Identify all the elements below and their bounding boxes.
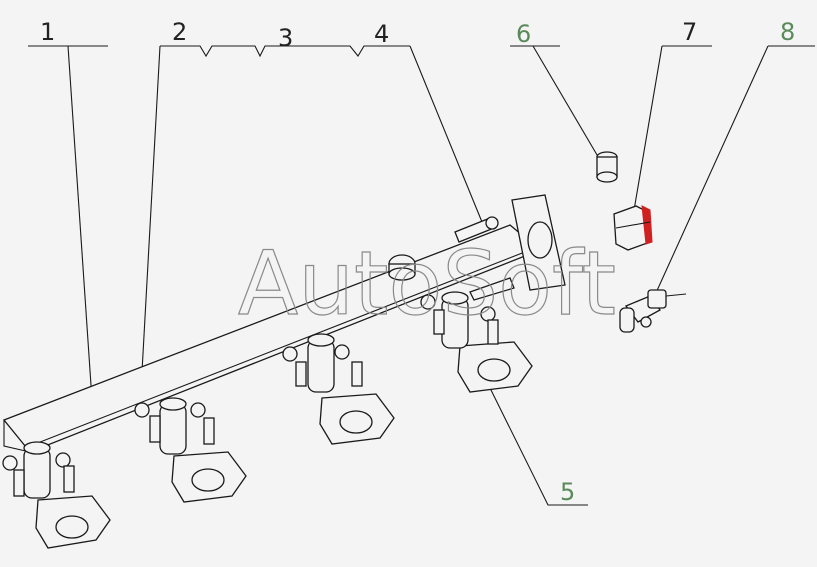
flange-assembly-2 [134,397,247,503]
part-8-valve [619,289,687,333]
flange-assembly-3 [282,333,395,445]
flange-assembly-4 [420,291,533,393]
fuel-rail [2,194,566,453]
callout-3: 3 [278,24,293,52]
watermark: AutoSoft [238,232,616,335]
part-7-fitting [613,205,653,251]
callout-leaders [28,45,815,506]
flange-assembly-1 [2,441,111,549]
callout-5: 5 [560,478,575,506]
callout-2: 2 [172,18,187,46]
callout-1: 1 [40,18,55,46]
callout-8: 8 [780,18,795,46]
callout-6: 6 [516,20,531,48]
callout-7: 7 [682,18,697,46]
part-6-cap [596,151,618,183]
callout-labels: 1 2 3 4 5 6 7 8 [40,18,795,506]
callout-4: 4 [374,20,389,48]
